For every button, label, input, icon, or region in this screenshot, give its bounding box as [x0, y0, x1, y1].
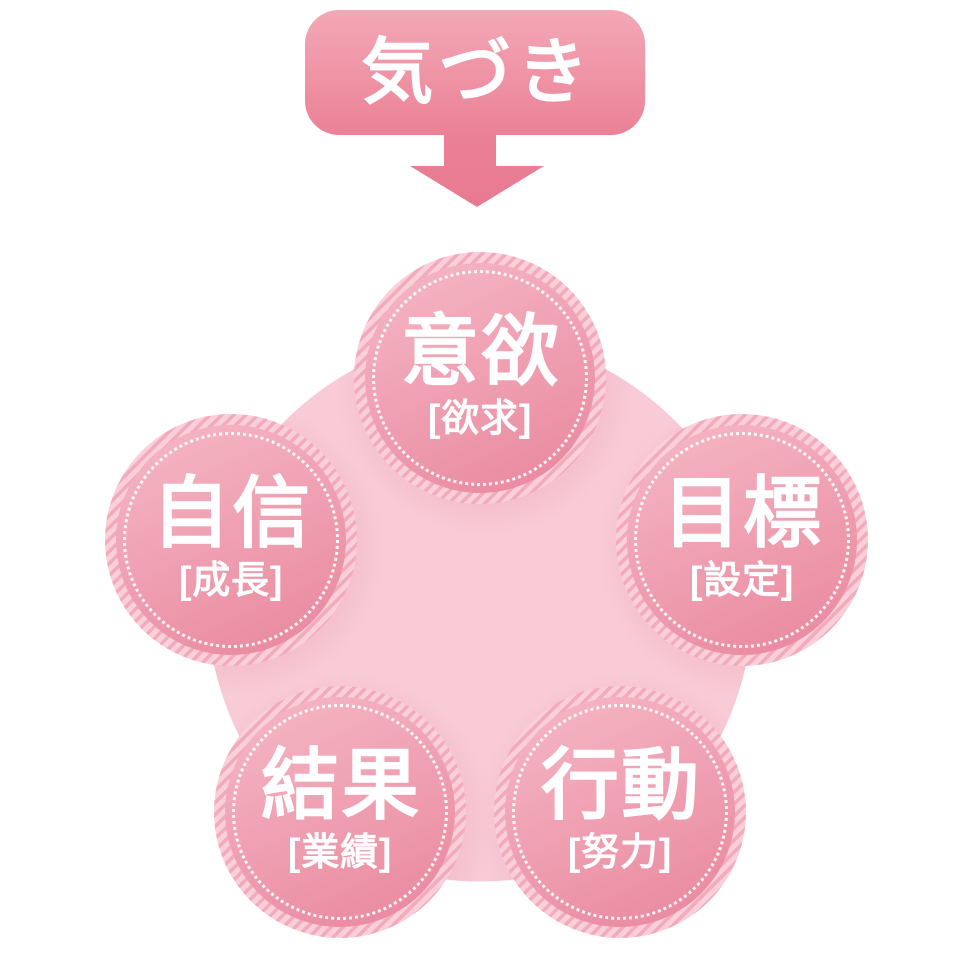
circle-confidence-label: 自信 [151, 469, 313, 557]
circle-goal-label: 目標 [662, 469, 824, 557]
awareness-banner: 気づき [305, 10, 645, 135]
circle-action: 行動 [努力] [494, 686, 746, 938]
circle-result: 結果 [業績] [214, 686, 466, 938]
circle-result-face: 結果 [業績] [225, 697, 455, 927]
circle-result-label: 結果 [260, 741, 422, 829]
circle-action-face: 行動 [努力] [505, 697, 735, 927]
circle-confidence-sublabel: [成長] [178, 560, 284, 602]
circle-motivation-label: 意欲 [400, 307, 562, 395]
circle-confidence-face: 自信 [成長] [116, 425, 346, 655]
circle-goal-face: 目標 [設定] [627, 425, 857, 655]
circle-confidence: 自信 [成長] [105, 414, 357, 666]
circle-action-label: 行動 [540, 741, 702, 829]
circle-goal-sublabel: [設定] [689, 560, 795, 602]
circle-motivation-face: 意欲 [欲求] [365, 263, 595, 493]
circle-motivation-sublabel: [欲求] [427, 398, 533, 440]
circle-goal: 目標 [設定] [616, 414, 868, 666]
circle-motivation: 意欲 [欲求] [354, 252, 606, 504]
circle-result-sublabel: [業績] [287, 832, 393, 874]
circle-action-sublabel: [努力] [567, 832, 673, 874]
awareness-banner-label: 気づき [361, 32, 595, 113]
